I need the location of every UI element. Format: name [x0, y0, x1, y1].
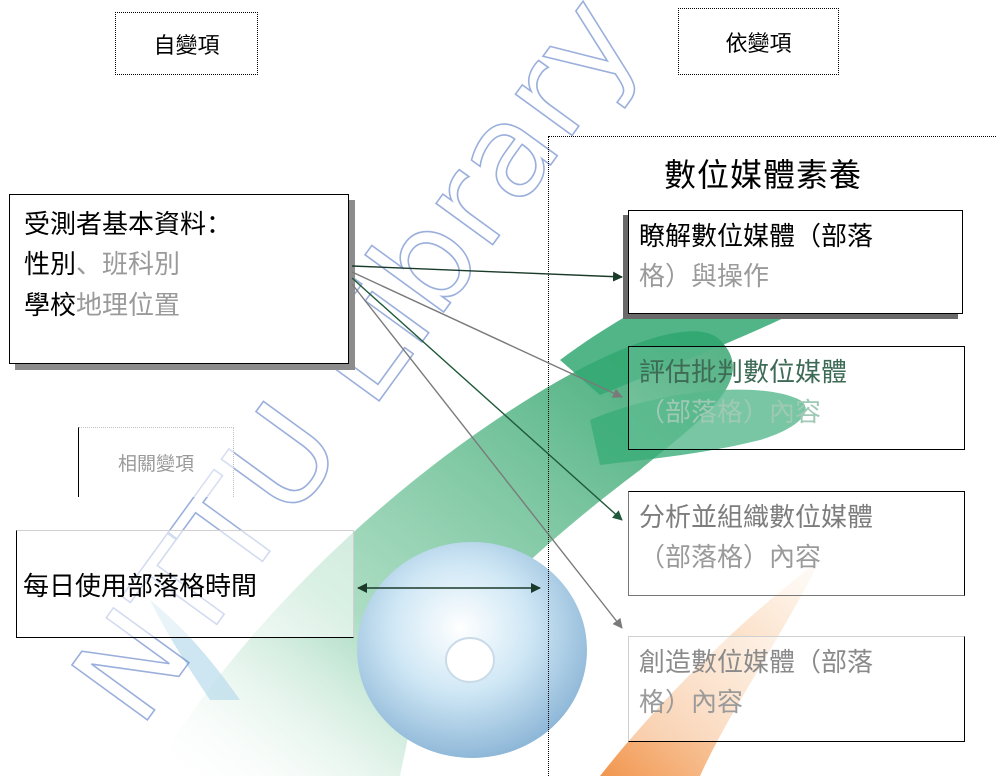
usage-time-text: 每日使用部落格時間 [23, 571, 258, 602]
outcome-analyze-line-2: （部落格）內容 [639, 543, 822, 574]
outcome-understand-line-2: 格）與操作 [639, 262, 770, 293]
demographics-school: 學校 [24, 290, 77, 321]
dependent-group-title: 數位媒體素養 [664, 156, 863, 194]
header-independent-label: 自變項 [153, 33, 220, 59]
demographics-line-3: 學校地理位置 [24, 286, 334, 326]
related-variable-box: 相關變項 [78, 427, 234, 497]
demographics-location: 地理位置 [76, 290, 181, 321]
outcome-box-create: 創造數位媒體（部落 格）內容 [628, 636, 965, 742]
outcome-box-analyze: 分析並組織數位媒體 （部落格）內容 [628, 491, 965, 596]
demographics-gender: 性別 [24, 250, 77, 281]
demographics-class-subject: 、班科別 [76, 250, 181, 281]
outcome-box-understand: 瞭解數位媒體（部落 格）與操作 [628, 210, 963, 314]
outcome-understand-line-1: 瞭解數位媒體（部落 [639, 222, 874, 252]
outcome-evaluate-line-2: （部落格）內容 [639, 398, 822, 429]
usage-time-box: 每日使用部落格時間 [16, 530, 354, 638]
header-dependent-label: 依變項 [725, 31, 792, 57]
watermark-orange-swoosh [600, 560, 820, 776]
related-variable-label: 相關變項 [117, 453, 194, 475]
outcome-analyze-line-1: 分析並組織數位媒體 [639, 503, 874, 533]
demographics-box: 受測者基本資料： 性別、班科別 學校地理位置 [9, 194, 349, 364]
outcome-create-line-2: 格）內容 [639, 688, 744, 719]
demographics-line-1: 受測者基本資料： [24, 210, 233, 240]
demographics-line-2: 性別、班科別 [24, 245, 334, 285]
outcome-create-line-1: 創造數位媒體（部落 [639, 648, 874, 678]
header-independent-variables: 自變項 [115, 12, 258, 75]
usage-time-label: 每日使用部落格時間 [23, 566, 257, 603]
watermark-disc-hole [445, 637, 495, 683]
outcome-box-evaluate: 評估批判數位媒體 （部落格）內容 [628, 346, 965, 450]
watermark-green-finger-2 [590, 389, 806, 465]
outcome-evaluate-line-1: 評估批判數位媒體 [639, 358, 848, 388]
header-dependent-variables: 依變項 [678, 8, 839, 75]
